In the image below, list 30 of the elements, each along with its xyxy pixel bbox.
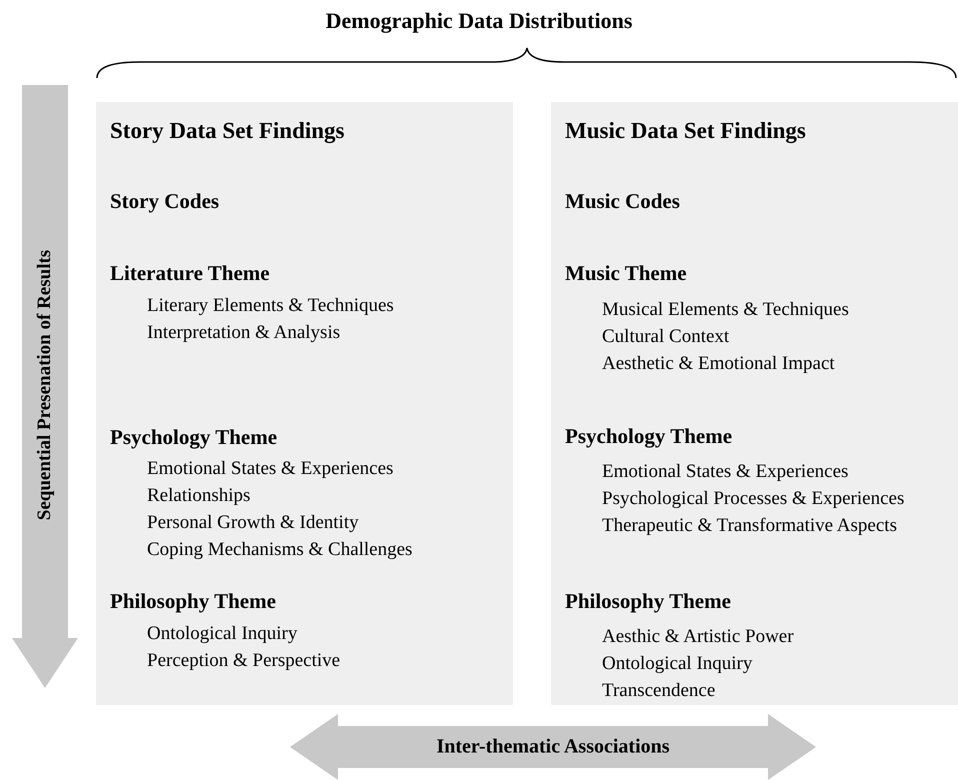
list-item: Aesthetic & Emotional Impact	[602, 353, 835, 375]
list-item: Ontological Inquiry	[602, 653, 752, 675]
list-item: Cultural Context	[602, 326, 730, 348]
section-heading: Philosophy Theme	[565, 589, 731, 614]
list-item: Emotional States & Experiences	[602, 461, 848, 483]
list-item: Musical Elements & Techniques	[602, 299, 849, 321]
panel-heading: Story Data Set Findings	[110, 118, 344, 144]
section-heading: Music Theme	[565, 261, 687, 286]
section-heading: Psychology Theme	[110, 425, 278, 450]
list-item: Personal Growth & Identity	[147, 512, 359, 534]
list-item: Psychological Processes & Experiences	[602, 488, 904, 510]
list-item: Coping Mechanisms & Challenges	[147, 539, 412, 561]
section-heading: Literature Theme	[110, 261, 270, 286]
list-item: Perception & Perspective	[147, 650, 340, 672]
panel-heading: Music Data Set Findings	[565, 118, 806, 144]
list-item: Aesthic & Artistic Power	[602, 626, 794, 648]
section-heading: Philosophy Theme	[110, 589, 276, 614]
section-heading: Story Codes	[110, 189, 220, 214]
list-item: Transcendence	[602, 680, 716, 702]
section-heading: Psychology Theme	[565, 424, 732, 448]
list-item: Therapeutic & Transformative Aspects	[602, 515, 897, 537]
section-heading: Music Codes	[565, 189, 680, 214]
list-item: Interpretation & Analysis	[147, 322, 340, 344]
list-item: Emotional States & Experiences	[147, 458, 394, 480]
arrow-label: Inter-thematic Associations	[436, 736, 670, 758]
list-item: Relationships	[147, 485, 250, 507]
list-item: Literary Elements & Techniques	[147, 295, 394, 317]
arrow-label: Sequential Presenation of Results	[34, 250, 56, 520]
list-item: Ontological Inquiry	[147, 623, 298, 645]
diagram-title: Demographic Data Distributions	[324, 8, 634, 34]
